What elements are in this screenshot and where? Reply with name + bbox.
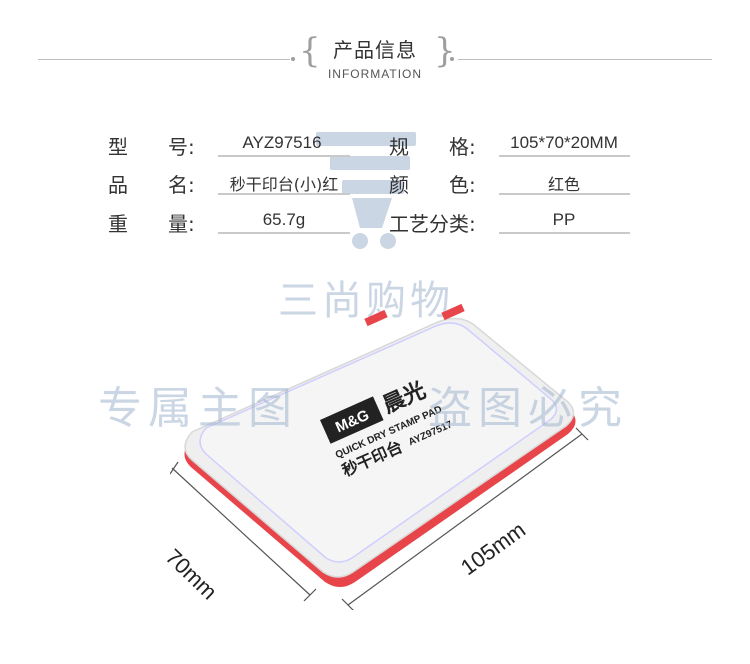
weight-label: 重 量:	[108, 212, 195, 236]
watermark-shop-name: 三尚购物	[278, 278, 454, 324]
hinge-tab-left	[364, 309, 388, 327]
header-right-dot	[450, 57, 454, 61]
spec-label: 规 格:	[389, 135, 476, 159]
name-label: 品 名:	[108, 173, 195, 197]
craft-label: 工艺分类:	[389, 212, 476, 236]
pad-lid	[199, 322, 558, 563]
color-underline	[499, 193, 630, 195]
spec-underline	[499, 155, 630, 157]
width-dim-tick-a	[170, 461, 179, 475]
watermark-exclusive: 专属主图	[98, 383, 298, 434]
model-value: AYZ97516	[242, 133, 322, 152]
weight-underline	[218, 232, 350, 234]
hinge-tab-right	[441, 303, 465, 321]
header-left-rule	[38, 59, 290, 60]
width-dimension-line	[171, 467, 311, 596]
header-right-rule	[458, 59, 712, 60]
length-dim-tick-a	[341, 598, 354, 610]
weight-value: 65.7g	[262, 210, 306, 229]
model-label: 型 号:	[108, 135, 195, 159]
spec-value: 105*70*20MM	[510, 133, 618, 152]
name-value: 秒干印台(小)红	[229, 175, 339, 194]
color-value: 红色	[547, 175, 580, 194]
stamp-pad-image: M&G 晨光 QUICK DRY STAMP PAD 秒干印台 AYZ97517	[170, 303, 589, 610]
craft-value: PP	[552, 210, 576, 229]
cart-watermark-icon	[316, 132, 416, 249]
section-subtitle: INFORMATION	[327, 67, 423, 81]
name-underline	[218, 193, 350, 195]
header-left-brace: {	[299, 31, 321, 71]
header-right-brace: }	[434, 31, 456, 71]
model-underline	[218, 155, 350, 157]
width-dim-tick-b	[303, 588, 317, 602]
brand-logo-box	[320, 396, 384, 444]
section-title: 产品信息	[333, 38, 417, 62]
watermark-piracy: 盗图必究	[428, 383, 628, 434]
length-dimension-line	[347, 433, 583, 606]
header-left-dot	[291, 57, 295, 61]
craft-underline	[499, 232, 630, 234]
length-dim-tick-b	[575, 427, 589, 441]
color-label: 颜 色:	[389, 173, 476, 197]
